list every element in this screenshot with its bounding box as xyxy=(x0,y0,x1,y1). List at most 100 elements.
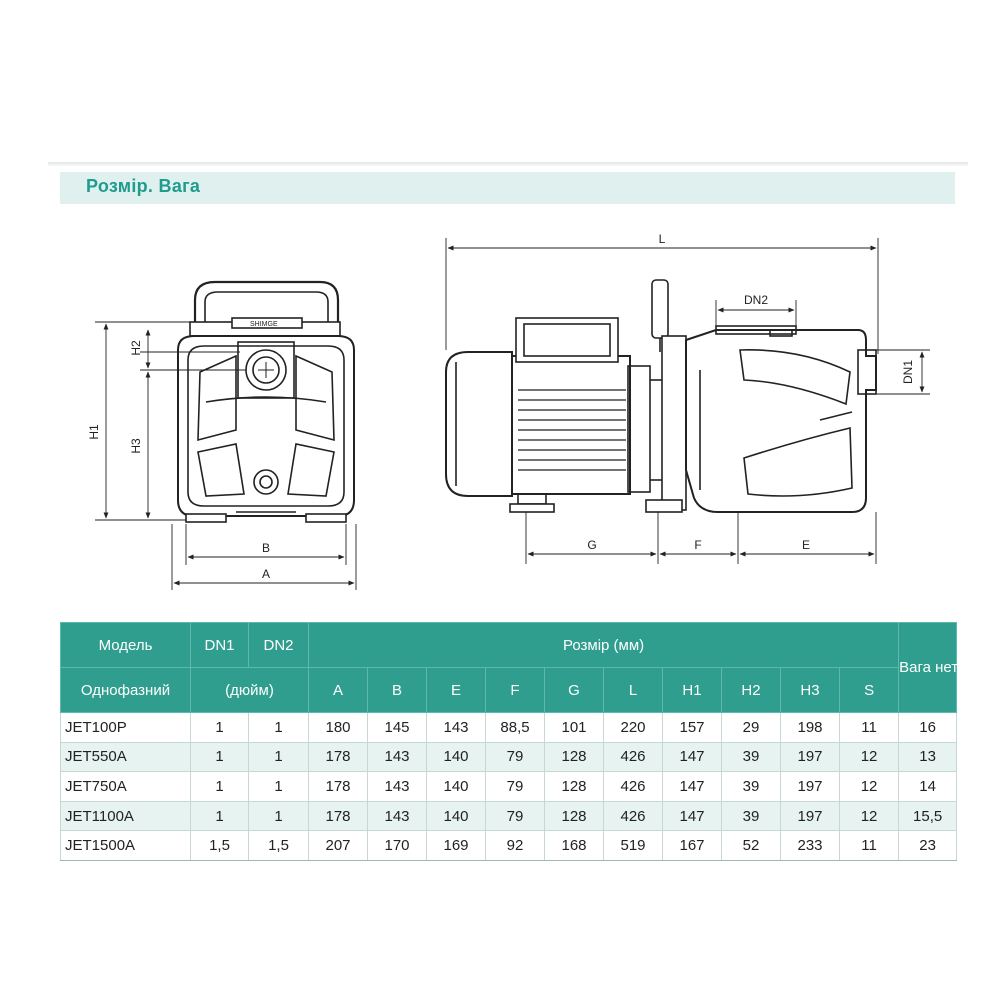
h3-label: H3 xyxy=(129,438,143,454)
col-header-model: Модель xyxy=(60,622,191,668)
weight-cell: 15,5 xyxy=(898,800,958,832)
f-cell: 79 xyxy=(485,741,545,773)
h2-cell: 39 xyxy=(721,771,781,802)
b-cell: 170 xyxy=(367,830,427,861)
col-header-dn2: DN2 xyxy=(248,622,309,668)
e-label: E xyxy=(802,538,810,552)
dn2-cell: 1 xyxy=(248,771,309,802)
g-cell: 128 xyxy=(544,741,604,773)
brand-label: SHIMGE xyxy=(250,321,278,328)
g-cell: 168 xyxy=(544,830,604,861)
h3-cell: 197 xyxy=(780,771,840,802)
dn2-cell: 1 xyxy=(248,741,309,773)
dn1-cell: 1 xyxy=(190,800,249,832)
table-row: JET550A 1 1 178 143 140 79 128 426 147 3… xyxy=(60,741,958,773)
a-cell: 178 xyxy=(308,800,368,832)
f-cell: 79 xyxy=(485,800,545,832)
h2-cell: 29 xyxy=(721,712,781,743)
l-label: L xyxy=(659,232,666,246)
a-cell: 178 xyxy=(308,771,368,802)
model-cell: JET750A xyxy=(60,771,191,802)
l-cell: 519 xyxy=(603,830,663,861)
side-view xyxy=(445,279,877,513)
f-cell: 88,5 xyxy=(485,712,545,743)
model-cell: JET1100A xyxy=(60,800,191,832)
model-cell: JET100P xyxy=(60,712,191,743)
a-cell: 178 xyxy=(308,741,368,773)
h3-cell: 198 xyxy=(780,712,840,743)
dn2-cell: 1 xyxy=(248,712,309,743)
h1-cell: 157 xyxy=(662,712,722,743)
f-label: F xyxy=(694,538,701,552)
g-label: G xyxy=(587,538,596,552)
front-view xyxy=(177,280,355,523)
dn1-cell: 1 xyxy=(190,771,249,802)
e-cell: 169 xyxy=(426,830,486,861)
spec-table: Модель DN1 DN2 Розмір (мм) Вага нетто (к… xyxy=(60,622,999,861)
h2-cell: 39 xyxy=(721,741,781,773)
h3-cell: 197 xyxy=(780,741,840,773)
table-header-row: Модель DN1 DN2 Розмір (мм) Вага нетто (к… xyxy=(60,622,999,713)
table-row: JET750A 1 1 178 143 140 79 128 426 147 3… xyxy=(60,771,958,802)
table-subheader-row: Однофазний (дюйм) A B E F G L H1 H2 H3 S xyxy=(60,667,957,713)
s-cell: 11 xyxy=(838,712,900,743)
col-header-size-group: Розмір (мм) xyxy=(307,622,900,668)
col-header-l: L xyxy=(603,667,663,713)
b-label: B xyxy=(262,541,270,555)
s-cell: 12 xyxy=(838,800,900,832)
col-header-e: E xyxy=(426,667,486,713)
h3-cell: 233 xyxy=(780,830,840,861)
dn1-cell: 1 xyxy=(190,712,249,743)
table-row: JET1500A 1,5 1,5 207 170 169 92 168 519 … xyxy=(60,830,958,861)
model-cell: JET1500A xyxy=(60,830,191,861)
col-header-h3: H3 xyxy=(780,667,840,713)
e-cell: 140 xyxy=(426,741,486,773)
s-cell: 12 xyxy=(838,771,900,802)
section-header-bar: Розмір. Вага xyxy=(60,172,955,204)
dn2-cell: 1 xyxy=(248,800,309,832)
a-label: A xyxy=(262,567,270,581)
g-cell: 128 xyxy=(544,771,604,802)
l-cell: 220 xyxy=(603,712,663,743)
col-subheader-single-phase: Однофазний xyxy=(60,667,191,713)
dn1-cell: 1 xyxy=(190,741,249,773)
table-row: JET100P 1 1 180 145 143 88,5 101 220 157… xyxy=(60,712,958,743)
h1-cell: 147 xyxy=(662,741,722,773)
weight-cell: 13 xyxy=(898,741,958,773)
h3-cell: 197 xyxy=(780,800,840,832)
model-cell: JET550A xyxy=(60,741,191,773)
col-header-f: F xyxy=(485,667,545,713)
f-cell: 92 xyxy=(485,830,545,861)
g-cell: 128 xyxy=(544,800,604,832)
weight-cell: 16 xyxy=(898,712,958,743)
dn1-label: DN1 xyxy=(901,360,915,384)
col-header-dn1: DN1 xyxy=(190,622,249,668)
h2-label: H2 xyxy=(129,340,143,356)
h1-label: H1 xyxy=(87,424,101,440)
a-cell: 180 xyxy=(308,712,368,743)
f-cell: 79 xyxy=(485,771,545,802)
h2-cell: 39 xyxy=(721,800,781,832)
col-header-weight: Вага нетто (кг) xyxy=(898,622,999,713)
table-row: JET1100A 1 1 178 143 140 79 128 426 147 … xyxy=(60,800,958,832)
h2-cell: 52 xyxy=(721,830,781,861)
weight-cell: 14 xyxy=(898,771,958,802)
h1-cell: 167 xyxy=(662,830,722,861)
col-header-h2: H2 xyxy=(721,667,781,713)
col-header-h1: H1 xyxy=(662,667,722,713)
h1-cell: 147 xyxy=(662,800,722,832)
col-header-a: A xyxy=(308,667,368,713)
b-cell: 143 xyxy=(367,771,427,802)
dn2-label: DN2 xyxy=(744,293,768,307)
g-cell: 101 xyxy=(544,712,604,743)
b-cell: 143 xyxy=(367,800,427,832)
side-view-dimensions xyxy=(445,238,930,564)
section-title: Розмір. Вага xyxy=(86,176,201,196)
dn1-cell: 1,5 xyxy=(190,830,249,861)
b-cell: 143 xyxy=(367,741,427,773)
front-view-dimensions xyxy=(95,321,357,590)
col-header-b: B xyxy=(367,667,427,713)
col-subheader-inch: (дюйм) xyxy=(190,667,309,713)
col-header-g: G xyxy=(544,667,604,713)
l-cell: 426 xyxy=(603,741,663,773)
